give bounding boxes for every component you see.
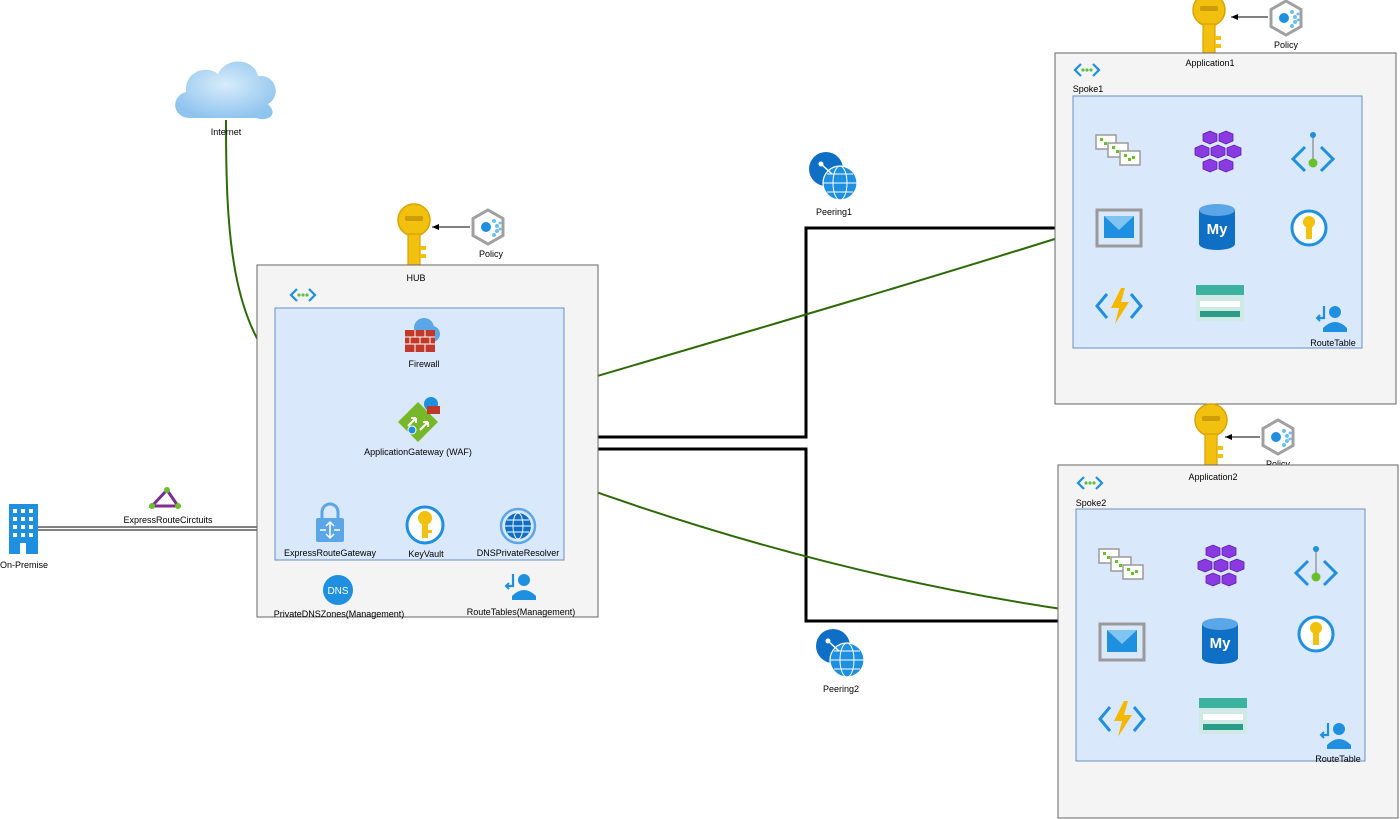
spoke2-label: Spoke2 bbox=[1076, 498, 1107, 508]
keyvault-icon bbox=[1297, 615, 1335, 653]
key-vault-icon bbox=[1194, 403, 1228, 475]
policy-icon bbox=[1261, 418, 1295, 456]
appgw-label: ApplicationGateway (WAF) bbox=[364, 447, 472, 457]
policy-icon bbox=[471, 208, 505, 246]
svg-text:DNS: DNS bbox=[327, 586, 348, 597]
app1-policy-label: Policy bbox=[1274, 40, 1299, 50]
hub-policy: Policy bbox=[471, 208, 505, 259]
firewall-label: Firewall bbox=[408, 359, 439, 369]
internet-label: Internet bbox=[211, 127, 242, 137]
expressroute-gateway-icon bbox=[316, 502, 344, 542]
storage-icon bbox=[1199, 698, 1247, 734]
er-gateway-label: ExpressRouteGateway bbox=[284, 548, 377, 558]
peering2-node: Peering2 bbox=[815, 628, 865, 694]
hub-title: HUB bbox=[406, 273, 425, 283]
policy-icon bbox=[1269, 0, 1303, 37]
peering1-label: Peering1 bbox=[816, 207, 852, 217]
dns-resolver-icon bbox=[499, 507, 537, 545]
peering-icon bbox=[808, 151, 858, 201]
internet-node: Internet bbox=[175, 61, 276, 137]
keyvault-icon bbox=[405, 505, 445, 545]
app2-policy-label: Policy bbox=[1266, 459, 1291, 469]
app2-title: Application2 bbox=[1188, 472, 1237, 482]
route-tables-label: RouteTables(Management) bbox=[467, 607, 576, 617]
dns-resolver-node: DNSPrivateResolver bbox=[477, 507, 560, 558]
cloud-icon bbox=[175, 61, 276, 120]
hub-policy-label: Policy bbox=[479, 249, 504, 259]
dns-zones-label: PrivateDNSZones(Management) bbox=[274, 609, 405, 619]
app1-title: Application1 bbox=[1185, 58, 1234, 68]
app2-policy: Policy bbox=[1261, 418, 1295, 469]
app1-policy: Policy bbox=[1269, 0, 1303, 50]
key-vault-icon bbox=[397, 203, 431, 275]
firewall-node: Firewall bbox=[405, 318, 440, 369]
app2-key-vault bbox=[1194, 403, 1228, 475]
er-gateway-node: ExpressRouteGateway bbox=[284, 502, 377, 558]
peering-icon bbox=[815, 628, 865, 678]
mysql-icon bbox=[1199, 204, 1235, 250]
firewall-icon bbox=[405, 318, 440, 352]
keyvault-icon bbox=[1290, 209, 1328, 247]
dns-zones-node: DNS PrivateDNSZones(Management) bbox=[274, 575, 405, 619]
on-premise-node: On-Premise bbox=[0, 504, 48, 570]
dns-resolver-label: DNSPrivateResolver bbox=[477, 548, 560, 558]
keyvault-label: KeyVault bbox=[408, 549, 444, 559]
hub-key-vault bbox=[397, 203, 431, 275]
storage-icon bbox=[1196, 285, 1244, 321]
mysql-icon bbox=[1202, 618, 1238, 664]
expressroute-circuit-icon bbox=[148, 487, 181, 509]
peering2-connection bbox=[597, 447, 1058, 623]
building-icon bbox=[9, 504, 38, 554]
on-premise-label: On-Premise bbox=[0, 560, 48, 570]
private-dns-zone-icon: DNS bbox=[323, 575, 353, 605]
peering2-label: Peering2 bbox=[823, 684, 859, 694]
spoke1-label: Spoke1 bbox=[1073, 84, 1104, 94]
er-circuits-label: ExpressRouteCirctuits bbox=[123, 515, 213, 525]
peering1-connection bbox=[597, 226, 1058, 439]
appgw-node: ApplicationGateway (WAF) bbox=[364, 397, 472, 457]
application-gateway-icon bbox=[398, 397, 440, 442]
app2-routetable-label: RouteTable bbox=[1315, 754, 1361, 764]
route-tables-node: RouteTables(Management) bbox=[467, 572, 576, 617]
keyvault-node: KeyVault bbox=[405, 505, 445, 559]
er-circuits-node: ExpressRouteCirctuits bbox=[123, 487, 213, 525]
app1-routetable-label: RouteTable bbox=[1310, 338, 1356, 348]
peering1-node: Peering1 bbox=[808, 151, 858, 217]
